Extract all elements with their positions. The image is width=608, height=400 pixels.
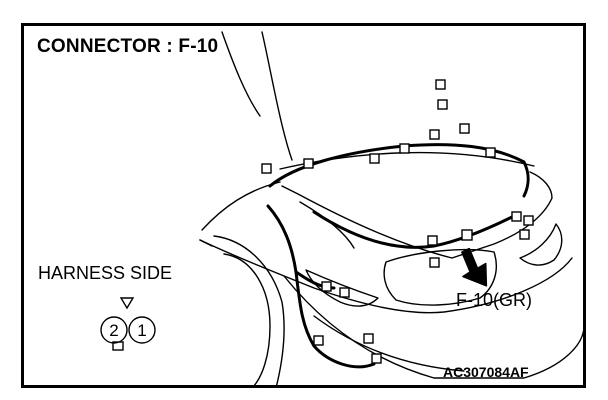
harness-connector bbox=[363, 333, 374, 344]
harness-connector bbox=[429, 257, 440, 268]
pin-1-circle bbox=[128, 316, 156, 344]
rear-window-bottom bbox=[279, 151, 535, 170]
harness-side-label: HARNESS SIDE bbox=[38, 263, 173, 283]
harness-connector bbox=[321, 281, 332, 292]
harness-connector bbox=[435, 79, 446, 90]
harness-upper bbox=[268, 143, 530, 198]
roof-line bbox=[221, 31, 261, 117]
tail-light-right bbox=[519, 223, 563, 266]
harness-connector bbox=[523, 215, 534, 226]
pin-2-circle bbox=[100, 316, 128, 344]
harness-connector bbox=[429, 129, 440, 140]
license-recess bbox=[383, 248, 498, 306]
harness-connector bbox=[261, 163, 272, 174]
bumper-line bbox=[313, 315, 465, 372]
diagram-title: CONNECTOR : F-10 bbox=[37, 36, 219, 57]
trunk-lid-outline bbox=[281, 171, 553, 259]
wheel-arch bbox=[213, 235, 285, 385]
harness-connector bbox=[519, 229, 530, 240]
harness-connector bbox=[313, 335, 324, 346]
harness-side bbox=[266, 204, 376, 369]
harness-connector bbox=[485, 147, 496, 158]
pin-1-label: 1 bbox=[137, 321, 146, 340]
body-lower bbox=[199, 239, 573, 314]
harness-connector bbox=[303, 158, 314, 169]
connector-face-symbol: 2 1 bbox=[100, 297, 156, 351]
harness-connector bbox=[459, 123, 470, 134]
tail-light-left bbox=[305, 269, 379, 307]
harness-trunk-bar bbox=[312, 210, 516, 249]
fender-edge bbox=[199, 239, 213, 247]
pin-2-label: 2 bbox=[109, 321, 118, 340]
figure-code: AC307084AF bbox=[443, 364, 529, 380]
harness-connector bbox=[339, 287, 350, 298]
pointer-arrow bbox=[461, 247, 488, 287]
orientation-triangle bbox=[119, 297, 135, 310]
car-illustration: 2 1 bbox=[100, 31, 583, 385]
harness-connector bbox=[371, 353, 382, 364]
rear-bumper bbox=[283, 275, 583, 379]
harness-connector bbox=[511, 211, 522, 222]
harness-connector-f10 bbox=[461, 229, 473, 241]
harness-connector bbox=[369, 153, 380, 164]
connector-callout-label: F-10(GR) bbox=[456, 290, 532, 310]
diagram-frame: 2 1 CONNECTOR : F-10 HARNESS SIDE F-10(G… bbox=[21, 23, 586, 388]
harness-connector bbox=[427, 235, 438, 246]
harness-connector bbox=[437, 99, 448, 110]
harness-connector bbox=[399, 143, 410, 154]
c-pillar-outer bbox=[261, 31, 293, 161]
tire bbox=[223, 253, 271, 385]
